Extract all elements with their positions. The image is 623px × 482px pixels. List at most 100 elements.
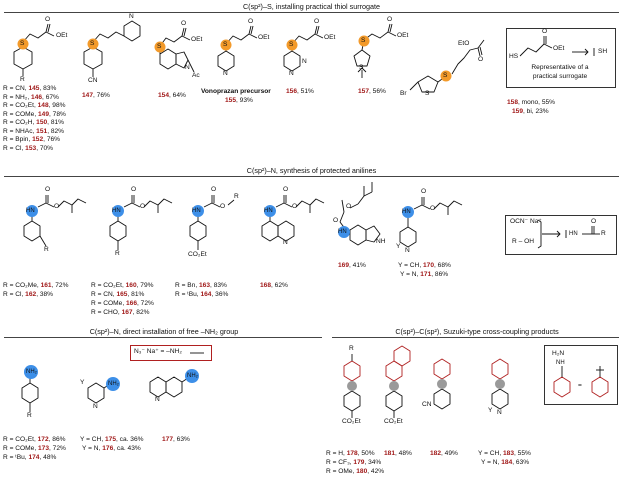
label-182: 182, 49% xyxy=(430,450,458,457)
structure-145-153 xyxy=(13,23,55,76)
atom-oet-156: OEt xyxy=(324,34,336,41)
atom-s-156: S xyxy=(289,41,294,48)
atom-nh-box: NH xyxy=(556,360,565,366)
label-180: R = OMe, 180, 42% xyxy=(326,468,385,475)
atom-nh2-175: NH₂ xyxy=(108,381,119,387)
surrogate-structure xyxy=(519,36,595,57)
label-156: 156, 51% xyxy=(286,88,314,95)
label-175: Y = CH, 175, ca. 36% xyxy=(80,436,144,443)
atom-n-154: N xyxy=(185,64,190,71)
atom-hn-170: HN xyxy=(402,209,411,215)
atom-hn-160: HN xyxy=(112,208,121,214)
atom-o-161a: O xyxy=(45,186,51,193)
label-178: R = H, 178, 50% xyxy=(326,450,375,457)
label-147: 147, 76% xyxy=(82,92,110,99)
label-154: 154, 64% xyxy=(158,92,186,99)
label-176: Y = N, 176, ca. 43% xyxy=(82,445,141,452)
atom-cn-182: CN xyxy=(422,401,432,408)
label-149: R = COMe, 149, 78% xyxy=(3,110,66,118)
atom-o-154: O xyxy=(181,20,187,27)
atom-o-155: O xyxy=(248,18,254,25)
atom-s-154: S xyxy=(157,43,162,50)
label-183: Y = CH, 183, 55% xyxy=(478,450,531,457)
section4-rule xyxy=(332,337,619,338)
atom-o-170b: O xyxy=(430,205,436,212)
atom-s-147: S xyxy=(90,40,95,47)
atom-nh2-172: NH₂ xyxy=(26,369,37,375)
atom-n2-156: N xyxy=(289,70,294,77)
structure-163-164 xyxy=(189,195,235,250)
atom-n-175: N xyxy=(93,403,98,410)
atom-s-157: S xyxy=(361,37,366,44)
atom-o-145: O xyxy=(45,16,51,23)
label-181: 181, 48% xyxy=(384,450,412,457)
atom-r-160: R xyxy=(115,250,120,257)
structure-160-167 xyxy=(109,195,173,250)
atom-n-168: N xyxy=(283,239,288,246)
label-155: 155, 93% xyxy=(225,97,253,104)
atom-s-155: S xyxy=(223,41,228,48)
section1-rule xyxy=(4,12,619,13)
hydrazine-box-structure xyxy=(553,366,609,398)
reagent-o-top: O xyxy=(591,218,597,225)
atom-o-160a: O xyxy=(131,186,137,193)
reagent-r: R xyxy=(601,230,606,237)
atom-hs-surrogate: HS xyxy=(509,53,519,60)
label-164: R = ᵗBu, 164, 36% xyxy=(175,291,229,298)
atom-r-172: R xyxy=(27,412,32,419)
label-145: R = CN, 145, 83% xyxy=(3,85,57,92)
label-184: Y = N, 184, 63% xyxy=(481,459,530,466)
label-162: R = Cl, 162, 38% xyxy=(3,291,54,298)
label-158: 158, mono, 55% xyxy=(507,99,556,106)
atom-o-160b: O xyxy=(140,203,146,210)
atom-o-surrogate: O xyxy=(542,28,548,35)
atom-co2et-163: CO₂Et xyxy=(188,251,207,258)
atom-s-158: S xyxy=(443,72,448,79)
section1-header: C(sp²)–S, installing practical thiol sur… xyxy=(242,2,381,11)
label-166: R = COMe, 166, 72% xyxy=(91,300,154,307)
label-157: 157, 56% xyxy=(358,88,386,95)
atom-co2et-181: CO₂Et xyxy=(384,418,403,425)
equals-box: = xyxy=(578,382,582,389)
atom-o-168a: O xyxy=(283,186,289,193)
label-177: 177, 63% xyxy=(162,436,190,443)
section3-header: C(sp²)–N, direct installation of free –N… xyxy=(89,327,239,336)
atom-hn-169: HN xyxy=(338,229,347,235)
section4-header: C(sp²)–C(sp²), Suzuki-type cross-couplin… xyxy=(395,327,559,336)
label-168: 168, 62% xyxy=(260,282,288,289)
atom-eto-158: EtO xyxy=(458,40,470,47)
atom-oet-155: OEt xyxy=(258,34,270,41)
structure-172-174 xyxy=(21,376,39,412)
atom-oet-145: OEt xyxy=(56,32,68,39)
atom-o-169b: O xyxy=(346,203,352,210)
carbon-highlights xyxy=(347,379,505,391)
label-159: 159, bi, 23% xyxy=(512,108,549,115)
atom-sh-surrogate: SH xyxy=(598,48,608,55)
structure-161-162 xyxy=(23,195,87,247)
section2-rule xyxy=(4,176,619,177)
label-vonoprazan: Vonoprazan precursor xyxy=(201,88,271,95)
hydrazine-box xyxy=(544,345,618,405)
atom-o-157: O xyxy=(387,16,393,23)
atom-s-145: S xyxy=(20,40,25,47)
atom-sring-158: S xyxy=(425,90,430,97)
atom-oet-157: OEt xyxy=(397,32,409,39)
atom-n-155: N xyxy=(223,70,228,77)
atom-n-170: N xyxy=(405,247,410,254)
atom-o-163a: O xyxy=(211,186,217,193)
atom-ac-154: Ac xyxy=(192,72,200,79)
label-165: R = CN, 165, 81% xyxy=(91,291,145,298)
atom-r-178: R xyxy=(349,345,354,352)
surrogate-box xyxy=(506,28,616,88)
atom-co2et-178: CO₂Et xyxy=(342,418,361,425)
section2-header: C(sp²)–N, synthesis of protected aniline… xyxy=(246,166,377,175)
atom-o-170a: O xyxy=(421,188,427,195)
atom-n1-156: N xyxy=(302,58,307,65)
label-173: R = COMe, 173, 72% xyxy=(3,445,66,452)
label-153: R = Cl, 153, 70% xyxy=(3,144,54,152)
label-163: R = Bn, 163, 83% xyxy=(175,282,227,289)
reagent-scheme xyxy=(537,219,600,249)
label-174: R = ᵗBu, 174, 48% xyxy=(3,454,57,461)
atom-y-183: Y xyxy=(488,407,493,414)
